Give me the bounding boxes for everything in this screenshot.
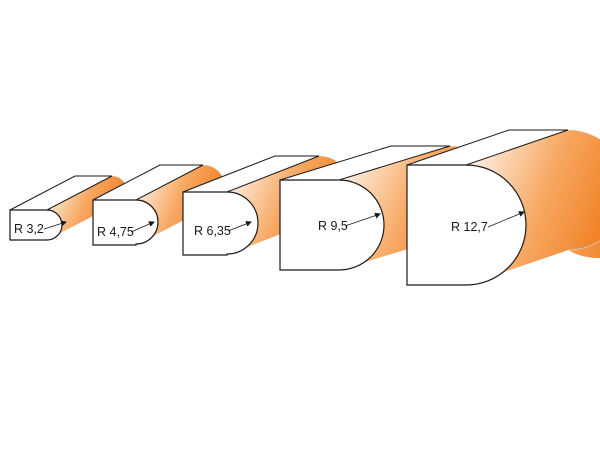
radius-label: R 3,2 — [14, 222, 44, 236]
profile-side-band — [466, 130, 600, 285]
profile-back-edge — [567, 129, 600, 251]
profile-1: R 3,2 — [9, 175, 128, 241]
radius-arrow — [344, 212, 381, 227]
profile-front-face — [279, 179, 385, 271]
profile-5: R 12,7 — [406, 129, 600, 286]
radius-arrow — [130, 221, 155, 233]
radius-label: R 9,5 — [318, 219, 348, 233]
radius-label: R 12,7 — [451, 220, 488, 234]
radius-label: R 4,75 — [97, 225, 134, 239]
profile-front-face — [9, 209, 63, 241]
profile-side-band — [47, 176, 127, 240]
radius-label: R 6,35 — [194, 224, 231, 238]
radius-arrow — [43, 220, 67, 230]
radius-arrow — [227, 221, 252, 232]
profile-front-face — [182, 191, 259, 256]
profile-front-face — [92, 199, 159, 246]
profile-front-face — [406, 164, 527, 286]
radius-arrow — [487, 211, 525, 228]
